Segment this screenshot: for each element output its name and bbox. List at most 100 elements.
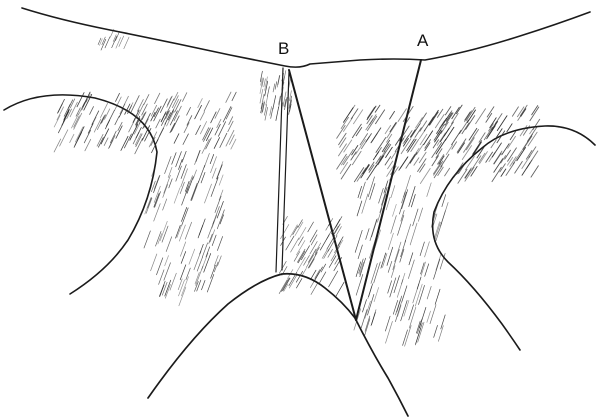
hatch-stroke bbox=[385, 126, 390, 134]
hatch-stroke bbox=[114, 97, 121, 111]
hatch-stroke bbox=[388, 281, 392, 293]
hatch-stroke bbox=[420, 169, 430, 184]
shading-arch bbox=[279, 216, 344, 297]
hatch-stroke bbox=[200, 112, 204, 120]
hatch-stroke bbox=[393, 204, 397, 216]
hatch-stroke bbox=[183, 93, 187, 102]
hatch-stroke bbox=[192, 181, 199, 200]
hatch-stroke bbox=[425, 264, 429, 277]
hatch-stroke bbox=[277, 76, 279, 87]
hatch-stroke bbox=[435, 115, 444, 128]
hatch-stroke bbox=[170, 273, 176, 290]
hatch-stroke bbox=[361, 310, 367, 328]
hatch-stroke bbox=[60, 130, 68, 146]
hatch-stroke bbox=[165, 157, 171, 174]
hatch-stroke bbox=[411, 124, 420, 138]
hatch-stroke bbox=[446, 145, 452, 155]
hatch-stroke bbox=[366, 229, 369, 240]
hatch-stroke bbox=[365, 319, 370, 336]
hatch-stroke bbox=[54, 115, 60, 127]
hatch-stroke bbox=[327, 236, 335, 250]
hatch-stroke bbox=[191, 183, 197, 200]
hatch-stroke bbox=[144, 231, 150, 248]
line-a-to-apex bbox=[356, 60, 421, 320]
hatch-stroke bbox=[308, 222, 314, 232]
hatch-stroke bbox=[371, 128, 381, 143]
hatch-stroke bbox=[75, 127, 83, 142]
hatch-stroke bbox=[293, 226, 298, 235]
hatch-stroke bbox=[198, 99, 203, 108]
hatch-stroke bbox=[92, 111, 99, 125]
shading-septum bbox=[260, 71, 292, 121]
hatch-stroke bbox=[163, 185, 168, 198]
hatch-stroke bbox=[279, 280, 287, 294]
hatch-stroke bbox=[452, 114, 459, 124]
label-point-a: A bbox=[417, 31, 429, 50]
hatch-stroke bbox=[159, 281, 165, 296]
hatch-stroke bbox=[390, 278, 396, 297]
hatch-stroke bbox=[414, 158, 419, 166]
hatch-stroke bbox=[167, 96, 173, 107]
hatch-stroke bbox=[416, 118, 423, 128]
hatch-stroke bbox=[410, 223, 417, 245]
hatch-stroke bbox=[373, 152, 378, 160]
hatch-stroke bbox=[319, 272, 326, 284]
hatch-stroke bbox=[156, 128, 164, 144]
hatch-stroke bbox=[467, 107, 476, 120]
hatch-stroke bbox=[352, 124, 361, 138]
hatch-stroke bbox=[427, 286, 431, 299]
hatch-stroke bbox=[275, 82, 277, 90]
hatch-stroke bbox=[502, 144, 509, 155]
hatch-stroke bbox=[110, 131, 116, 143]
hatch-stroke bbox=[329, 271, 338, 287]
hatch-stroke bbox=[531, 166, 538, 177]
hatch-stroke bbox=[220, 133, 227, 147]
hatch-stroke bbox=[179, 225, 185, 241]
hatch-stroke bbox=[427, 311, 431, 322]
hatch-stroke bbox=[393, 250, 399, 270]
hatch-stroke bbox=[374, 288, 379, 302]
hatch-stroke bbox=[119, 109, 123, 117]
hatch-stroke bbox=[206, 247, 210, 257]
hatch-stroke bbox=[341, 117, 348, 128]
hatch-stroke bbox=[196, 125, 201, 134]
hatch-stroke bbox=[368, 287, 372, 299]
hatch-stroke bbox=[105, 109, 110, 119]
hatch-stroke bbox=[267, 87, 269, 97]
hatch-stroke bbox=[218, 122, 225, 137]
hatch-stroke bbox=[112, 36, 117, 47]
hatch-stroke bbox=[166, 237, 172, 252]
shading-left-upper bbox=[54, 92, 236, 154]
hatch-stroke bbox=[360, 182, 365, 198]
hatch-stroke bbox=[214, 256, 218, 267]
hatch-stroke bbox=[74, 133, 81, 148]
hatch-stroke bbox=[390, 123, 396, 132]
hatch-stroke bbox=[403, 330, 408, 346]
hatch-stroke bbox=[441, 154, 449, 167]
hatch-stroke bbox=[484, 127, 492, 139]
hatch-stroke bbox=[391, 151, 396, 159]
hatch-stroke bbox=[363, 300, 367, 312]
hatch-stroke bbox=[204, 254, 211, 273]
hatch-stroke bbox=[391, 216, 397, 234]
hatch-stroke bbox=[174, 134, 179, 144]
lower-arch-right bbox=[355, 318, 408, 416]
hatch-stroke bbox=[341, 164, 351, 179]
left-cavity-outline bbox=[4, 95, 157, 294]
hatch-stroke bbox=[214, 138, 219, 149]
hatch-stroke bbox=[492, 167, 501, 181]
hatch-stroke bbox=[361, 165, 369, 178]
hatch-stroke bbox=[390, 111, 395, 119]
hatch-stroke bbox=[70, 134, 74, 142]
hatch-stroke bbox=[207, 274, 214, 292]
hatch-stroke bbox=[388, 261, 392, 272]
hatch-stroke bbox=[185, 222, 191, 239]
hatch-stroke bbox=[354, 168, 363, 182]
hatch-stroke bbox=[164, 175, 171, 193]
hatch-stroke bbox=[77, 93, 84, 107]
hatch-stroke bbox=[160, 285, 164, 297]
hatch-stroke bbox=[400, 249, 404, 262]
hatch-stroke bbox=[216, 162, 223, 180]
hatch-stroke bbox=[276, 107, 279, 120]
